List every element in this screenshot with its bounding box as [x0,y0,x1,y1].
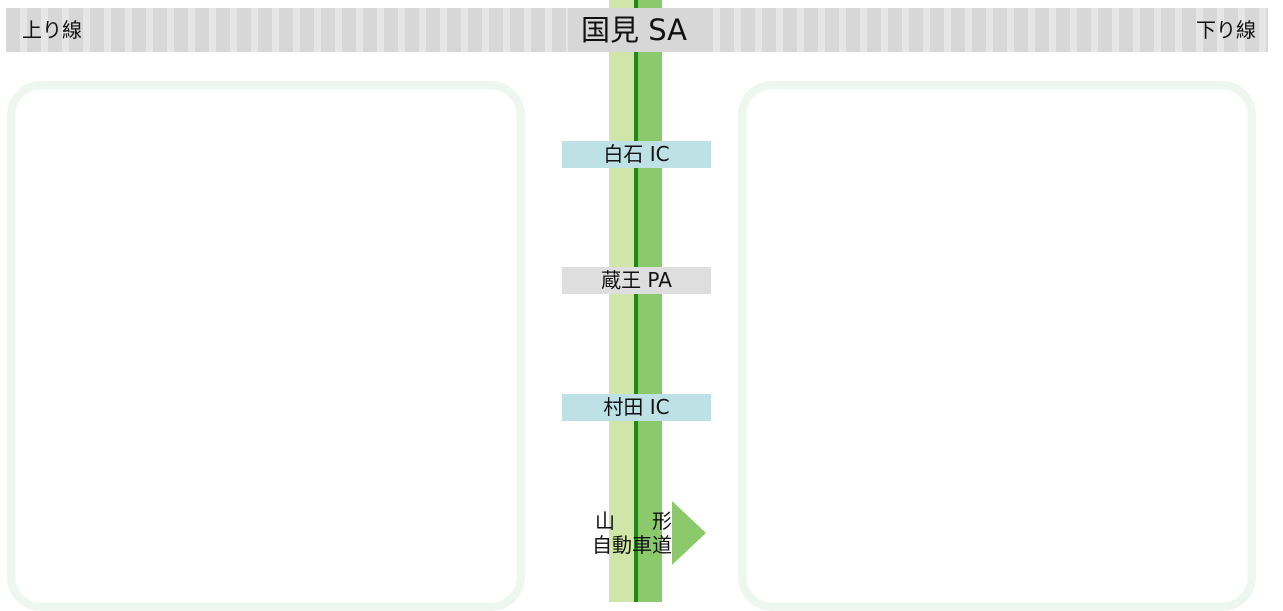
station-murata-ic[interactable]: 村田 IC [562,394,711,421]
down-line-label: 下り線 [1196,18,1256,42]
road-dark-lane [638,0,662,602]
junction-label-line2: 自動車道 [592,533,672,557]
station-shiroishi-ic[interactable]: 白石 IC [562,141,711,168]
station-zao-pa[interactable]: 蔵王 PA [562,267,711,294]
road-centerline [634,0,638,602]
title-band: 国見 SA [568,8,700,52]
up-line-label: 上り線 [22,18,82,42]
junction-label-char2: 形 [652,509,672,533]
station-label: 村田 IC [603,395,670,419]
down-line-panel [738,81,1256,611]
station-label: 蔵王 PA [601,268,672,292]
page-title: 国見 SA [580,13,687,47]
up-line-panel [7,81,525,611]
junction-label-char1: 山 [595,509,615,533]
station-label: 白石 IC [603,142,670,166]
right-arrow-icon [672,501,706,565]
yamagata-expressway-junction[interactable]: 山 形 自動車道 [588,501,708,569]
